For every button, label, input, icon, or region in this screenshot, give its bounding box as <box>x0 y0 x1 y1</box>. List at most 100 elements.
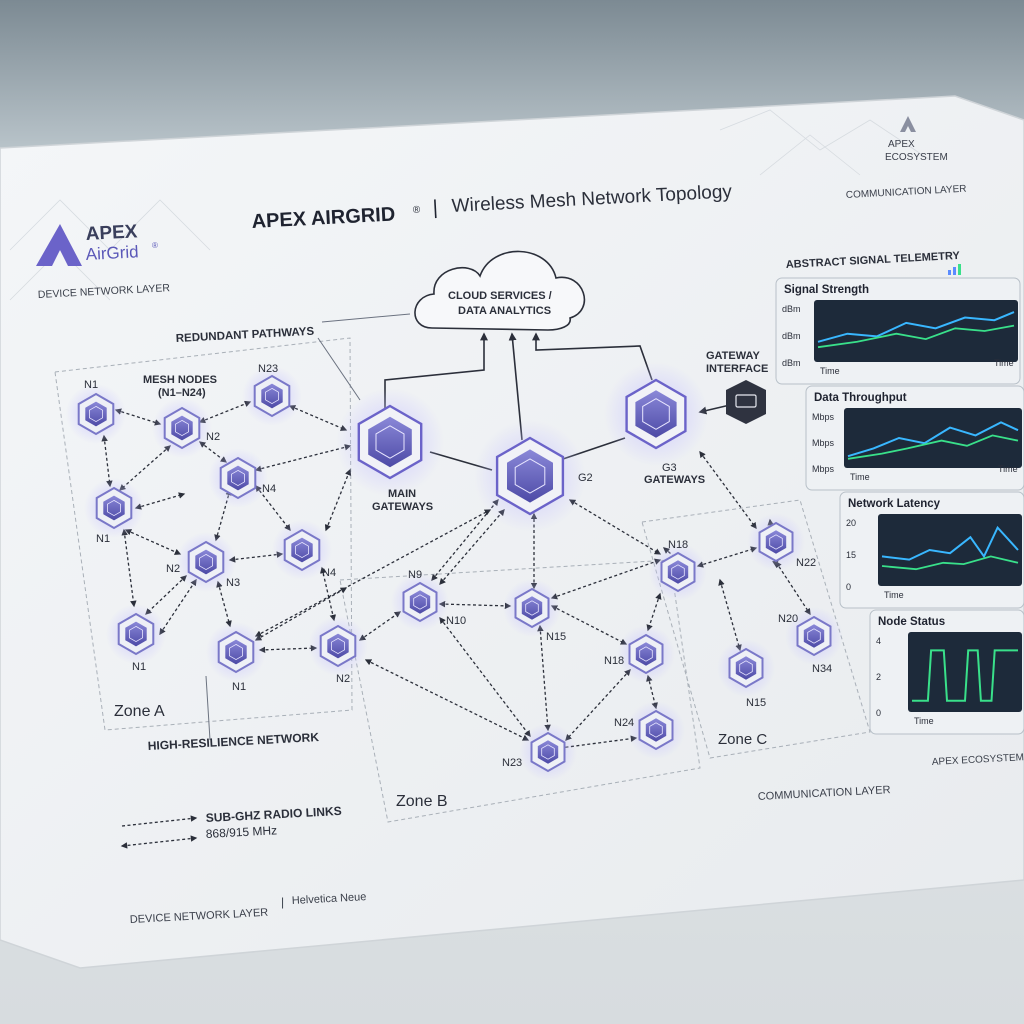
redundant-pathways-leader <box>317 313 411 401</box>
telemetry-panel-title: Data Throughput <box>814 392 907 404</box>
poster-sheet <box>0 95 1024 969</box>
node-core-icon <box>291 537 313 563</box>
mesh-node: N20 <box>778 607 843 665</box>
mesh-node: N1 <box>84 478 144 545</box>
page-title-separator: | <box>432 197 438 219</box>
node-core-icon <box>85 401 107 427</box>
main-gateways-line2: GATEWAYS <box>372 501 433 513</box>
apex-ecosystem-logo: APEX ECOSYSTEM <box>885 116 948 163</box>
radio-link <box>288 405 348 431</box>
telemetry-y-tick: 2 <box>876 672 881 682</box>
telemetry-x-label: Time <box>820 366 840 376</box>
telemetry-y-tick: dBm <box>782 331 801 341</box>
decorative-pattern <box>9 109 931 301</box>
node-core-icon <box>171 415 193 441</box>
mesh-node: N4 <box>208 448 276 508</box>
gateway-interface-line1: GATEWAY <box>706 350 760 362</box>
gateway-g3 <box>604 362 708 466</box>
node-inner-icon <box>107 499 121 517</box>
telemetry-chart-area <box>878 514 1022 586</box>
node-inner-icon <box>807 628 821 644</box>
high-resilience-leader <box>205 675 211 741</box>
g3-gateways-label: GATEWAYS <box>644 474 705 486</box>
node-inner-icon <box>228 643 244 661</box>
radio-link <box>439 616 531 738</box>
mesh-node: N23 <box>502 723 577 781</box>
logo-mark-icon <box>36 224 82 266</box>
cloud-line1: CLOUD SERVICES / <box>448 290 552 302</box>
telemetry-y-tick: Mbps <box>812 412 835 422</box>
telemetry-x-label-right: Time <box>998 464 1018 474</box>
mesh-node: N3 <box>226 577 240 589</box>
gateway-interface-line2: INTERFACE <box>706 363 768 375</box>
radio-link <box>537 624 551 732</box>
node-core-icon <box>327 633 349 659</box>
node-label: N2 <box>336 673 350 685</box>
telemetry-y-tick: 0 <box>876 708 881 718</box>
gateway-core-icon <box>635 390 677 438</box>
node-label: N1 <box>232 681 246 693</box>
apex-airgrid-logo: APEX AirGrid ® <box>36 221 158 266</box>
gateway-main <box>336 388 444 496</box>
mesh-node: N1 <box>66 379 126 444</box>
telemetry-x-label: Time <box>850 472 870 482</box>
mesh-node: N34 <box>812 663 832 675</box>
main-gateways-line1: MAIN <box>388 488 416 500</box>
radio-link <box>565 669 631 741</box>
telemetry-x-label-right: Time <box>994 358 1014 368</box>
telemetry-trace-primary <box>817 311 1015 343</box>
node-inner-icon <box>128 625 144 643</box>
node-inner-icon <box>89 405 103 423</box>
node-core-icon <box>537 740 559 764</box>
ecosystem-mark-icon <box>900 116 916 132</box>
node-label: N9 <box>408 569 422 581</box>
node-inner-icon <box>294 541 310 559</box>
node-label: N4 <box>322 567 336 579</box>
node-label: N3 <box>226 577 240 589</box>
node-inner-icon <box>525 600 539 616</box>
telemetry-y-tick: Mbps <box>812 464 835 474</box>
mesh-node: N15 <box>503 579 566 643</box>
telemetry-y-tick: 0 <box>846 582 851 592</box>
node-core-icon <box>667 560 689 584</box>
mesh-node: N1 <box>106 604 166 673</box>
node-label: N18 <box>668 539 688 551</box>
node-inner-icon <box>330 637 346 655</box>
node-core-icon <box>125 621 147 647</box>
node-core-icon <box>103 495 125 521</box>
node-label: N1 <box>132 661 146 673</box>
layer-label-ecosystem-bottom: APEX ECOSYSTEM <box>932 752 1024 768</box>
mesh-node: N24 <box>614 701 685 759</box>
node-core-icon <box>409 590 431 614</box>
mesh-nodes-range: (N1–N24) <box>158 387 206 399</box>
telemetry-trace-secondary <box>881 555 1019 571</box>
radio-link <box>124 529 182 555</box>
mesh-node: N18 <box>649 539 707 601</box>
mesh-node: N1 <box>206 622 266 693</box>
node-inner-icon <box>174 419 190 437</box>
node-core-icon <box>635 642 657 666</box>
g2-label: G2 <box>578 472 593 484</box>
node-core-icon <box>765 530 787 554</box>
mesh-node: N2 <box>166 532 236 592</box>
node-inner-icon <box>639 646 653 662</box>
radio-link <box>550 605 628 645</box>
node-label: N20 <box>778 613 798 625</box>
radio-links-frequency: 868/915 MHz <box>205 823 277 841</box>
radio-link <box>568 499 662 555</box>
node-label: N1 <box>84 379 98 391</box>
node-core-icon <box>195 549 217 575</box>
radio-link <box>438 600 512 610</box>
mesh-node: N2 <box>152 398 220 458</box>
telemetry-y-tick: 20 <box>846 518 856 528</box>
telemetry-y-tick: 4 <box>876 636 881 646</box>
cloud-services: CLOUD SERVICES / DATA ANALYTICS <box>414 250 586 331</box>
mesh-node: N22 <box>747 513 816 571</box>
radio-link <box>696 546 758 568</box>
telemetry-trace-primary <box>881 525 1019 561</box>
node-inner-icon <box>264 387 280 405</box>
